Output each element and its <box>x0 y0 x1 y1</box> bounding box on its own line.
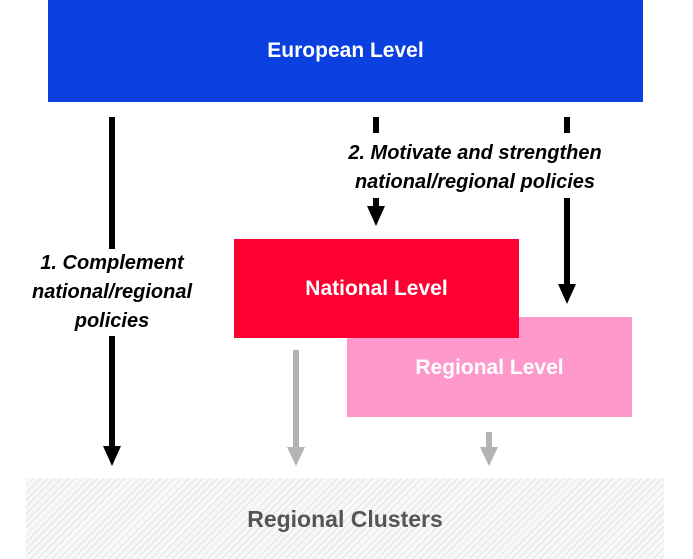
motivate-line-2: national/regional policies <box>354 171 596 193</box>
arrow-motivate-national <box>367 117 385 226</box>
motivate-label: 2. Motivate and strengthen national/regi… <box>308 139 642 197</box>
regional-clusters-box: Regional Clusters <box>26 478 664 559</box>
complement-line-1: 1. Complement <box>40 252 184 274</box>
regional-level-label: Regional Level <box>415 356 564 379</box>
national-level-box: National Level <box>234 239 519 338</box>
national-level-label: National Level <box>305 276 448 300</box>
european-level-box: European Level <box>48 0 643 102</box>
complement-line-3: policies <box>74 310 150 332</box>
european-level-label: European Level <box>267 39 424 62</box>
motivate-line-1: 2. Motivate and strengthen <box>348 142 602 164</box>
arrow-national-to-clusters <box>287 350 305 466</box>
arrow-regional-to-clusters <box>480 432 498 466</box>
arrow-motivate-regional <box>558 117 576 304</box>
complement-line-2: national/regional <box>31 281 193 303</box>
regional-clusters-label: Regional Clusters <box>247 506 443 532</box>
complement-label: 1. Complement national/regional policies <box>12 249 212 336</box>
